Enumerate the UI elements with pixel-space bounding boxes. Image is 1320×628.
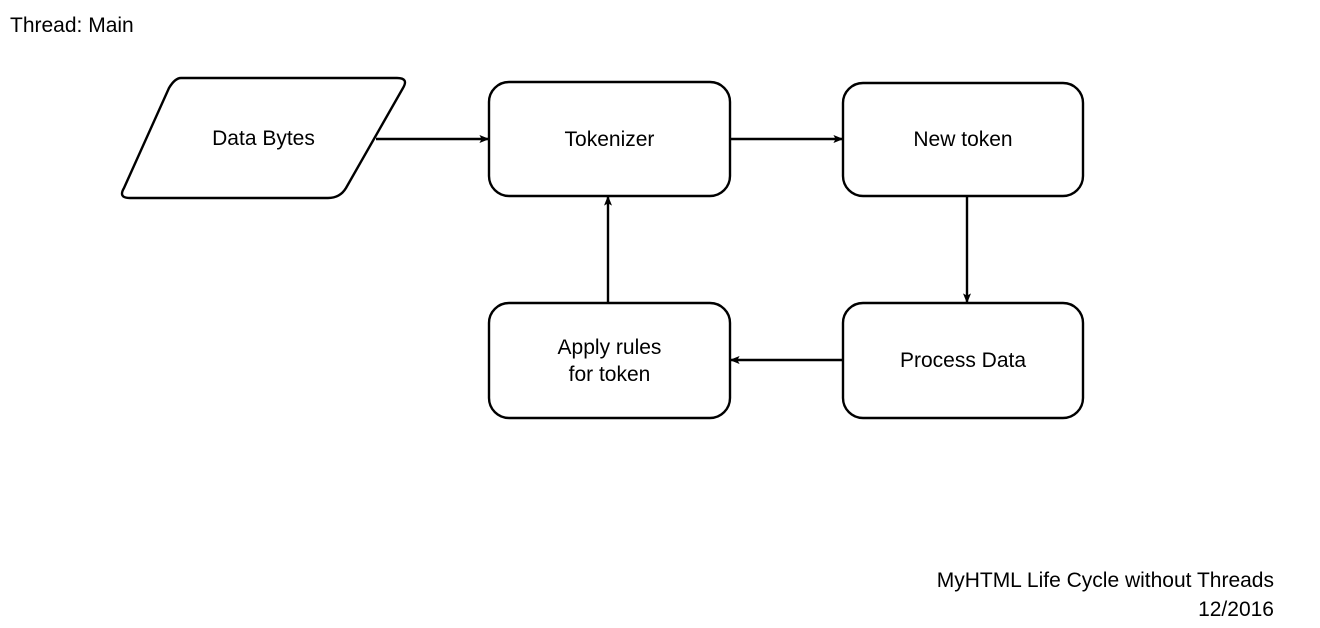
node-shape-data-bytes[interactable] [120,76,407,200]
node-shape-tokenizer[interactable] [487,80,732,198]
node-shape-process-data[interactable] [841,301,1085,420]
diagram-caption: MyHTML Life Cycle without Threads 12/201… [937,566,1274,624]
caption-title: MyHTML Life Cycle without Threads [936,569,1274,592]
node-shape-apply-rules[interactable] [487,301,732,420]
thread-label: Thread: Main [10,14,134,37]
caption-date: 12/2016 [1198,598,1274,621]
node-shape-new-token[interactable] [841,81,1085,198]
